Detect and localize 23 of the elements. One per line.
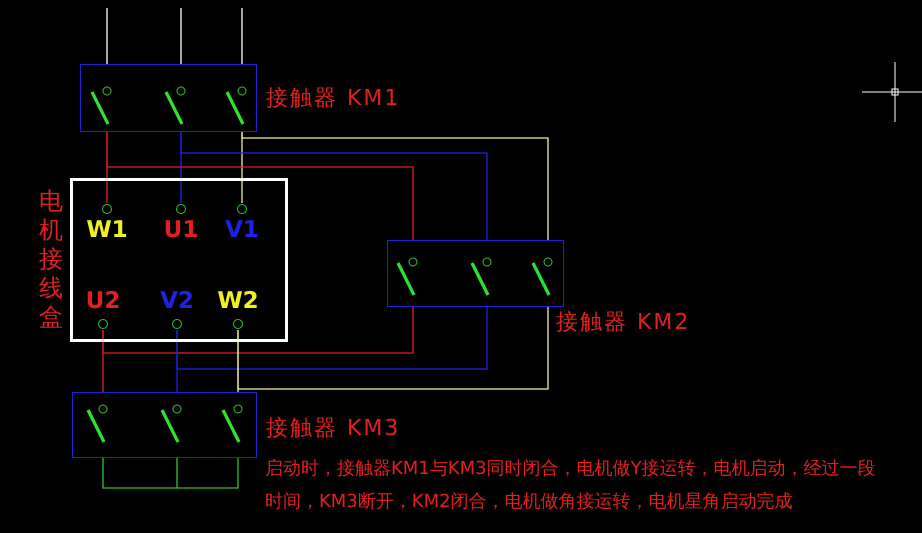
wire — [106, 132, 414, 240]
contactor-label: 接触器 KM1 — [266, 85, 400, 113]
wire — [241, 132, 549, 240]
contactor-label: 接触器 KM2 — [556, 309, 690, 337]
terminal-label: W1 — [85, 217, 129, 243]
wire — [102, 330, 104, 392]
wire — [176, 330, 178, 392]
wire — [237, 330, 239, 392]
wire — [106, 8, 108, 64]
wire — [102, 307, 414, 354]
terminal-label: U1 — [162, 217, 200, 243]
terminal-label: U2 — [84, 288, 122, 314]
wire — [180, 132, 488, 240]
wire — [180, 8, 182, 64]
wire — [241, 8, 243, 64]
terminal-box-label: 电机接线盒 — [38, 187, 64, 332]
note-text: 启动时，接触器KM1与KM3同时闭合，电机做Y接运转，电机启动，经过一段时间，KM3断开，KM2闭合，电机做角接运转，电机星角启动完成 — [265, 457, 877, 514]
wire — [176, 307, 488, 370]
terminal-label: W2 — [216, 288, 260, 314]
contactor-label: 接触器 KM3 — [266, 415, 400, 443]
wire — [237, 307, 549, 390]
terminal-label: V2 — [159, 288, 195, 314]
terminal-label: V1 — [224, 217, 260, 243]
